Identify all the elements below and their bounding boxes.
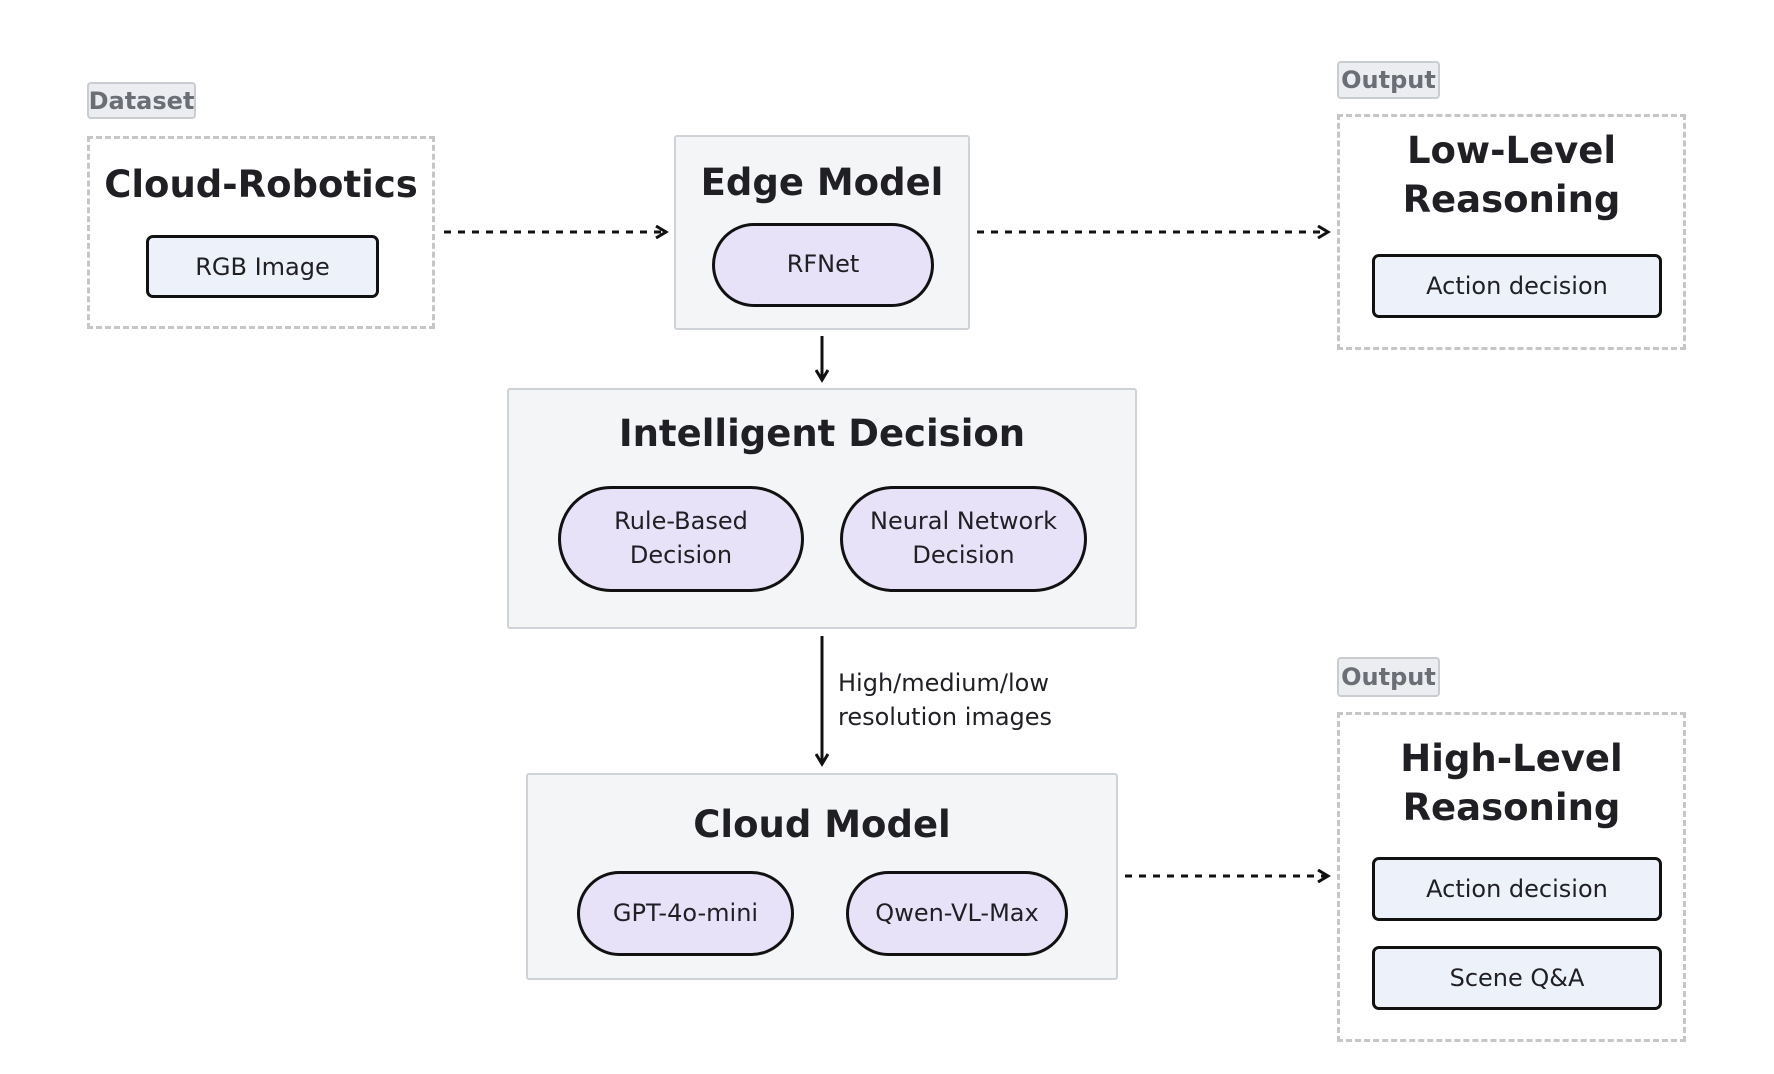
low-action-decision-node: Action decision bbox=[1372, 254, 1662, 318]
qwen-vl-max-node: Qwen-VL-Max bbox=[846, 871, 1068, 956]
edge-model-title: Edge Model bbox=[700, 161, 944, 204]
neural-network-decision-node: Neural Network Decision bbox=[840, 486, 1087, 592]
low-level-reasoning-title: Low-Level Reasoning bbox=[1340, 127, 1683, 225]
low-title-line1: Low-Level bbox=[1406, 129, 1617, 172]
high-title-line1: High-Level bbox=[1400, 737, 1623, 780]
output-high-tag: Output bbox=[1337, 657, 1440, 697]
output-low-group: Low-Level Reasoning Action decision bbox=[1337, 114, 1686, 350]
resolution-edge-label: High/medium/low resolution images bbox=[838, 667, 1098, 734]
edge-label-line1: High/medium/low bbox=[838, 669, 1049, 697]
high-action-decision-node: Action decision bbox=[1372, 857, 1662, 921]
neural-line2: Decision bbox=[912, 541, 1015, 569]
rule-based-line2: Decision bbox=[629, 541, 733, 569]
rule-based-line1: Rule-Based bbox=[614, 507, 748, 536]
rule-based-decision-node: Rule-Based Decision bbox=[558, 486, 804, 592]
dataset-group: Cloud-Robotics RGB Image bbox=[87, 136, 435, 329]
edge-label-line2: resolution images bbox=[838, 702, 1053, 731]
rfnet-node: RFNet bbox=[712, 223, 934, 307]
intelligent-decision-title: Intelligent Decision bbox=[618, 412, 1026, 455]
scene-qa-node: Scene Q&A bbox=[1372, 946, 1662, 1010]
output-high-group: High-Level Reasoning Action decision Sce… bbox=[1337, 712, 1686, 1042]
high-level-reasoning-title: High-Level Reasoning bbox=[1340, 735, 1683, 833]
cloud-model-title: Cloud Model bbox=[693, 803, 951, 846]
dataset-title: Cloud-Robotics bbox=[104, 163, 418, 206]
intelligent-decision-box: Intelligent Decision Rule-Based Decision… bbox=[507, 388, 1137, 629]
gpt-4o-mini-node: GPT-4o-mini bbox=[577, 871, 794, 956]
edge-model-box: Edge Model RFNet bbox=[674, 135, 970, 330]
output-low-tag: Output bbox=[1337, 61, 1440, 99]
cloud-model-box: Cloud Model GPT-4o-mini Qwen-VL-Max bbox=[526, 773, 1118, 980]
dataset-tag: Dataset bbox=[87, 82, 196, 119]
rgb-image-node: RGB Image bbox=[146, 235, 379, 298]
low-title-line2: Reasoning bbox=[1402, 177, 1621, 221]
neural-line1: Neural Network bbox=[869, 507, 1057, 536]
high-title-line2: Reasoning bbox=[1402, 785, 1621, 829]
